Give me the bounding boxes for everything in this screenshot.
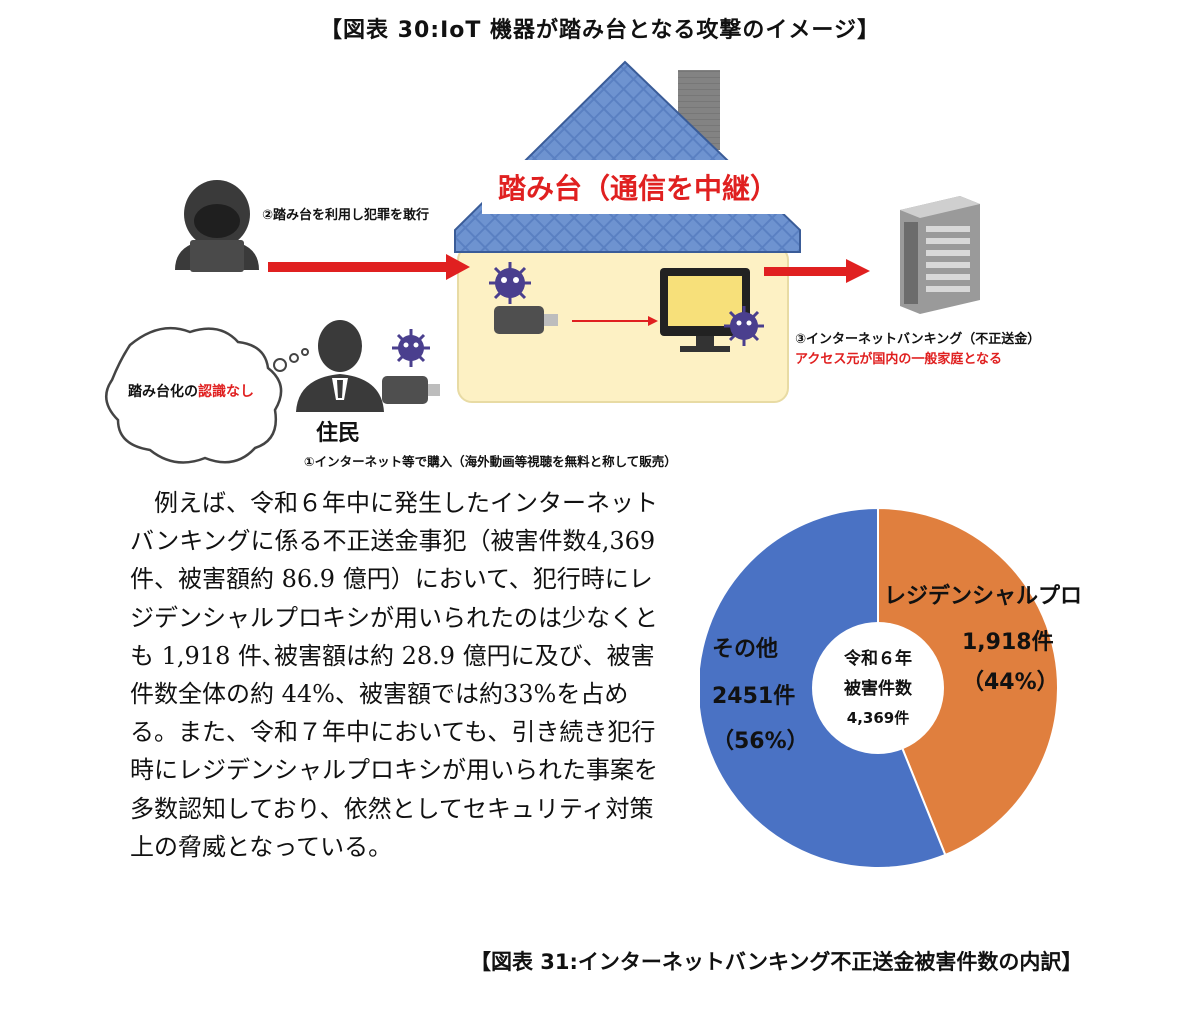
thought-bubble-icon [105, 326, 309, 464]
figure-30-title: 【図表 30:IoT 機器が踏み台となる攻撃のイメージ】 [320, 18, 880, 43]
slice-name-label: その他 [712, 637, 778, 662]
resident-label: 住民 [316, 420, 360, 446]
relay-arrow [572, 316, 658, 326]
attack-arrow [268, 254, 470, 280]
pie-slice [877, 508, 1059, 857]
resident-icon [296, 320, 384, 412]
figure-31-title: 【図表 31:インターネットバンキング不正送金被害件数の内訳】 [470, 950, 1083, 974]
malware-virus-icon [489, 262, 531, 304]
step3-sublabel: アクセス元が国内の一般家庭となる [795, 351, 1002, 367]
thought-highlight: 認識なし [198, 383, 254, 400]
iot-device-icon [494, 306, 558, 334]
house-roof-icon [454, 60, 801, 253]
hacker-icon [175, 180, 259, 272]
relay-banner-box [482, 160, 802, 214]
center-label-line2: 被害件数 [844, 678, 913, 699]
slice-percent-label: （44%） [962, 670, 1059, 695]
thought-label: 踏み台化の認識なし [128, 383, 254, 400]
banking-arrow [764, 259, 870, 283]
malware-virus-icon [392, 329, 430, 367]
monitor-icon [660, 268, 750, 352]
step2-label: ②踏み台を利用し犯罪を敢行 [262, 207, 429, 223]
thought-prefix: 踏み台化の [128, 383, 198, 400]
damage-breakdown-chart: 令和６年 被害件数 4,369件 レジデンシャルプロキシ 1,918件 （44%… [700, 508, 1080, 869]
slice-value-label: 1,918件 [962, 630, 1054, 655]
step1-label: ①インターネット等で購入（海外動画等視聴を無料と称して販売） [304, 454, 677, 469]
step3-label: ③インターネットバンキング（不正送金） [795, 331, 1040, 347]
center-label-line3: 4,369件 [847, 709, 909, 727]
iot-attack-diagram: 踏み台（通信を中継） ②踏み台を利用し犯罪を敢行 [105, 60, 1040, 469]
donut-hole [812, 622, 944, 754]
body-paragraph: 例えば、令和６年中に発生したインターネットバンキングに係る不正送金事犯（被害件数… [130, 484, 675, 866]
server-icon [900, 196, 980, 314]
slice-percent-label: （56%） [712, 729, 809, 754]
body-paragraph-text: 例えば、令和６年中に発生したインターネットバンキングに係る不正送金事犯（被害件数… [130, 489, 658, 861]
slice-value-label: 2451件 [712, 684, 795, 709]
chimney-icon [678, 70, 720, 150]
relay-banner-text: 踏み台（通信を中継） [498, 172, 778, 205]
iot-device-icon [382, 376, 440, 404]
malware-virus-icon [724, 306, 764, 346]
slice-name-label: レジデンシャルプロキシ [884, 583, 1080, 609]
center-label-line1: 令和６年 [844, 648, 912, 669]
